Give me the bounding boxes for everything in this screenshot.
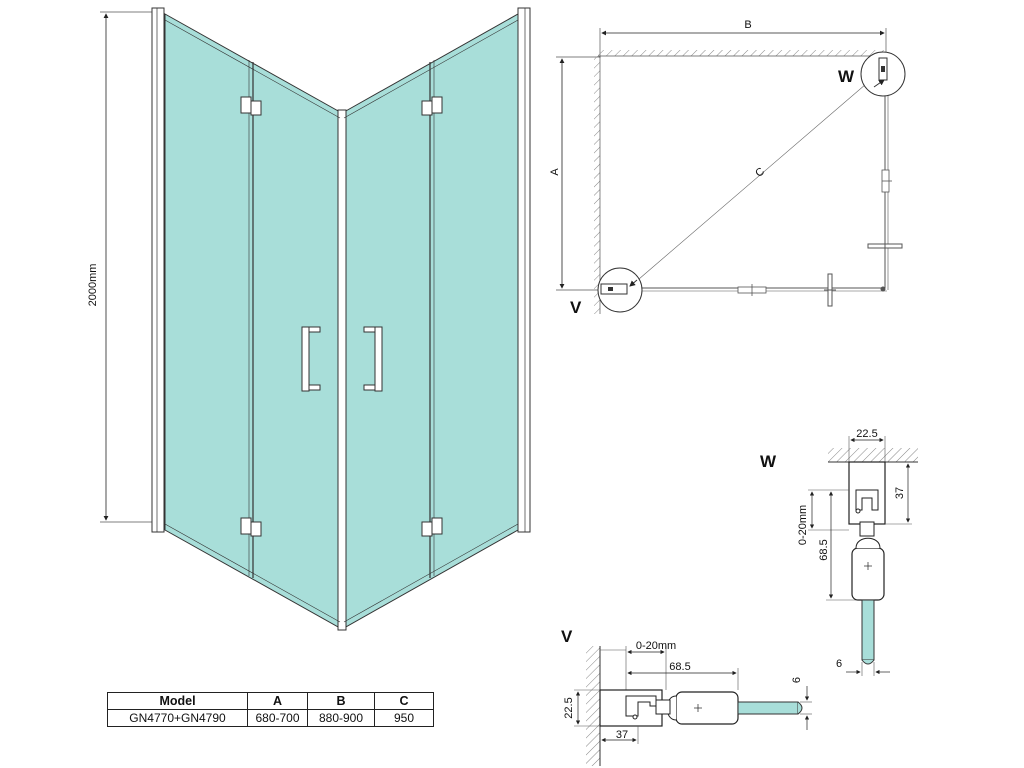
table-header-model: Model bbox=[107, 692, 248, 710]
plan-hinge-bottom bbox=[737, 284, 767, 296]
callout-w-circle bbox=[860, 51, 906, 97]
table-header-c: C bbox=[374, 692, 434, 710]
detail-v-37-label: 37 bbox=[616, 729, 628, 741]
detail-w-685-label: 68.5 bbox=[818, 539, 830, 560]
corner-profile bbox=[337, 109, 347, 631]
table-cell-model: GN4770+GN4790 bbox=[107, 709, 248, 727]
dimension-b-label: B bbox=[744, 19, 751, 31]
detail-w-6-label: 6 bbox=[836, 658, 842, 670]
hinge-lower-left bbox=[240, 517, 262, 537]
plan-handle-right bbox=[867, 240, 903, 252]
plan-handle-bottom bbox=[824, 273, 836, 307]
table-row: GN4770+GN4790 680-700 880-900 950 bbox=[107, 709, 434, 727]
detail-v: V 0-20mm 68.5 6 22. bbox=[561, 627, 812, 766]
dimension-c-line bbox=[631, 71, 881, 286]
detail-v-685-label: 68.5 bbox=[669, 661, 690, 673]
height-dimension: 2000mm bbox=[87, 11, 160, 523]
callout-v-label: V bbox=[570, 298, 582, 317]
height-dimension-label: 2000mm bbox=[87, 264, 99, 307]
detail-v-gap-label: 0-20mm bbox=[636, 640, 676, 652]
callout-v-circle bbox=[597, 267, 643, 313]
callout-w-label: W bbox=[838, 67, 855, 86]
detail-w-gap-label: 0-20mm bbox=[797, 505, 809, 545]
detail-v-glass bbox=[737, 701, 799, 715]
detail-w-37-label: 37 bbox=[894, 487, 906, 499]
table-cell-c: 950 bbox=[374, 709, 434, 727]
table-header-a: A bbox=[247, 692, 308, 710]
detail-w-glass bbox=[861, 599, 875, 661]
detail-v-225-label: 22.5 bbox=[563, 697, 575, 718]
detail-w-title: W bbox=[760, 452, 777, 471]
table-cell-b: 880-900 bbox=[307, 709, 375, 727]
right-door-handle bbox=[363, 326, 383, 392]
left-door-handle bbox=[301, 326, 321, 392]
dimension-a-label: A bbox=[549, 168, 561, 176]
right-wall-profile bbox=[517, 7, 531, 533]
hinge-lower-right bbox=[421, 517, 443, 537]
detail-v-door-profile bbox=[675, 691, 739, 725]
dimension-c-label: C bbox=[753, 166, 767, 180]
plan-left-wall bbox=[594, 56, 600, 314]
detail-w-door-profile bbox=[851, 547, 885, 601]
enclosure-elevation: 2000mm bbox=[87, 7, 531, 631]
hinge-upper-left bbox=[240, 96, 262, 116]
table-header-b: B bbox=[307, 692, 375, 710]
table-cell-a: 680-700 bbox=[247, 709, 308, 727]
hinge-upper-right bbox=[421, 96, 443, 116]
detail-w: W 22.5 37 0-20mm 68.5 bbox=[760, 428, 918, 676]
table-header-row: Model A B C bbox=[107, 692, 434, 710]
left-wall-profile bbox=[151, 7, 165, 533]
plan-hinge-right bbox=[881, 169, 892, 193]
dimensions-table: Model A B C GN4770+GN4790 680-700 880-90… bbox=[107, 692, 434, 727]
detail-v-title: V bbox=[561, 627, 573, 646]
detail-v-6-label: 6 bbox=[791, 677, 803, 683]
plan-top-wall bbox=[598, 50, 888, 56]
plan-view: B A C bbox=[549, 19, 906, 317]
detail-w-width-label: 22.5 bbox=[856, 428, 877, 440]
